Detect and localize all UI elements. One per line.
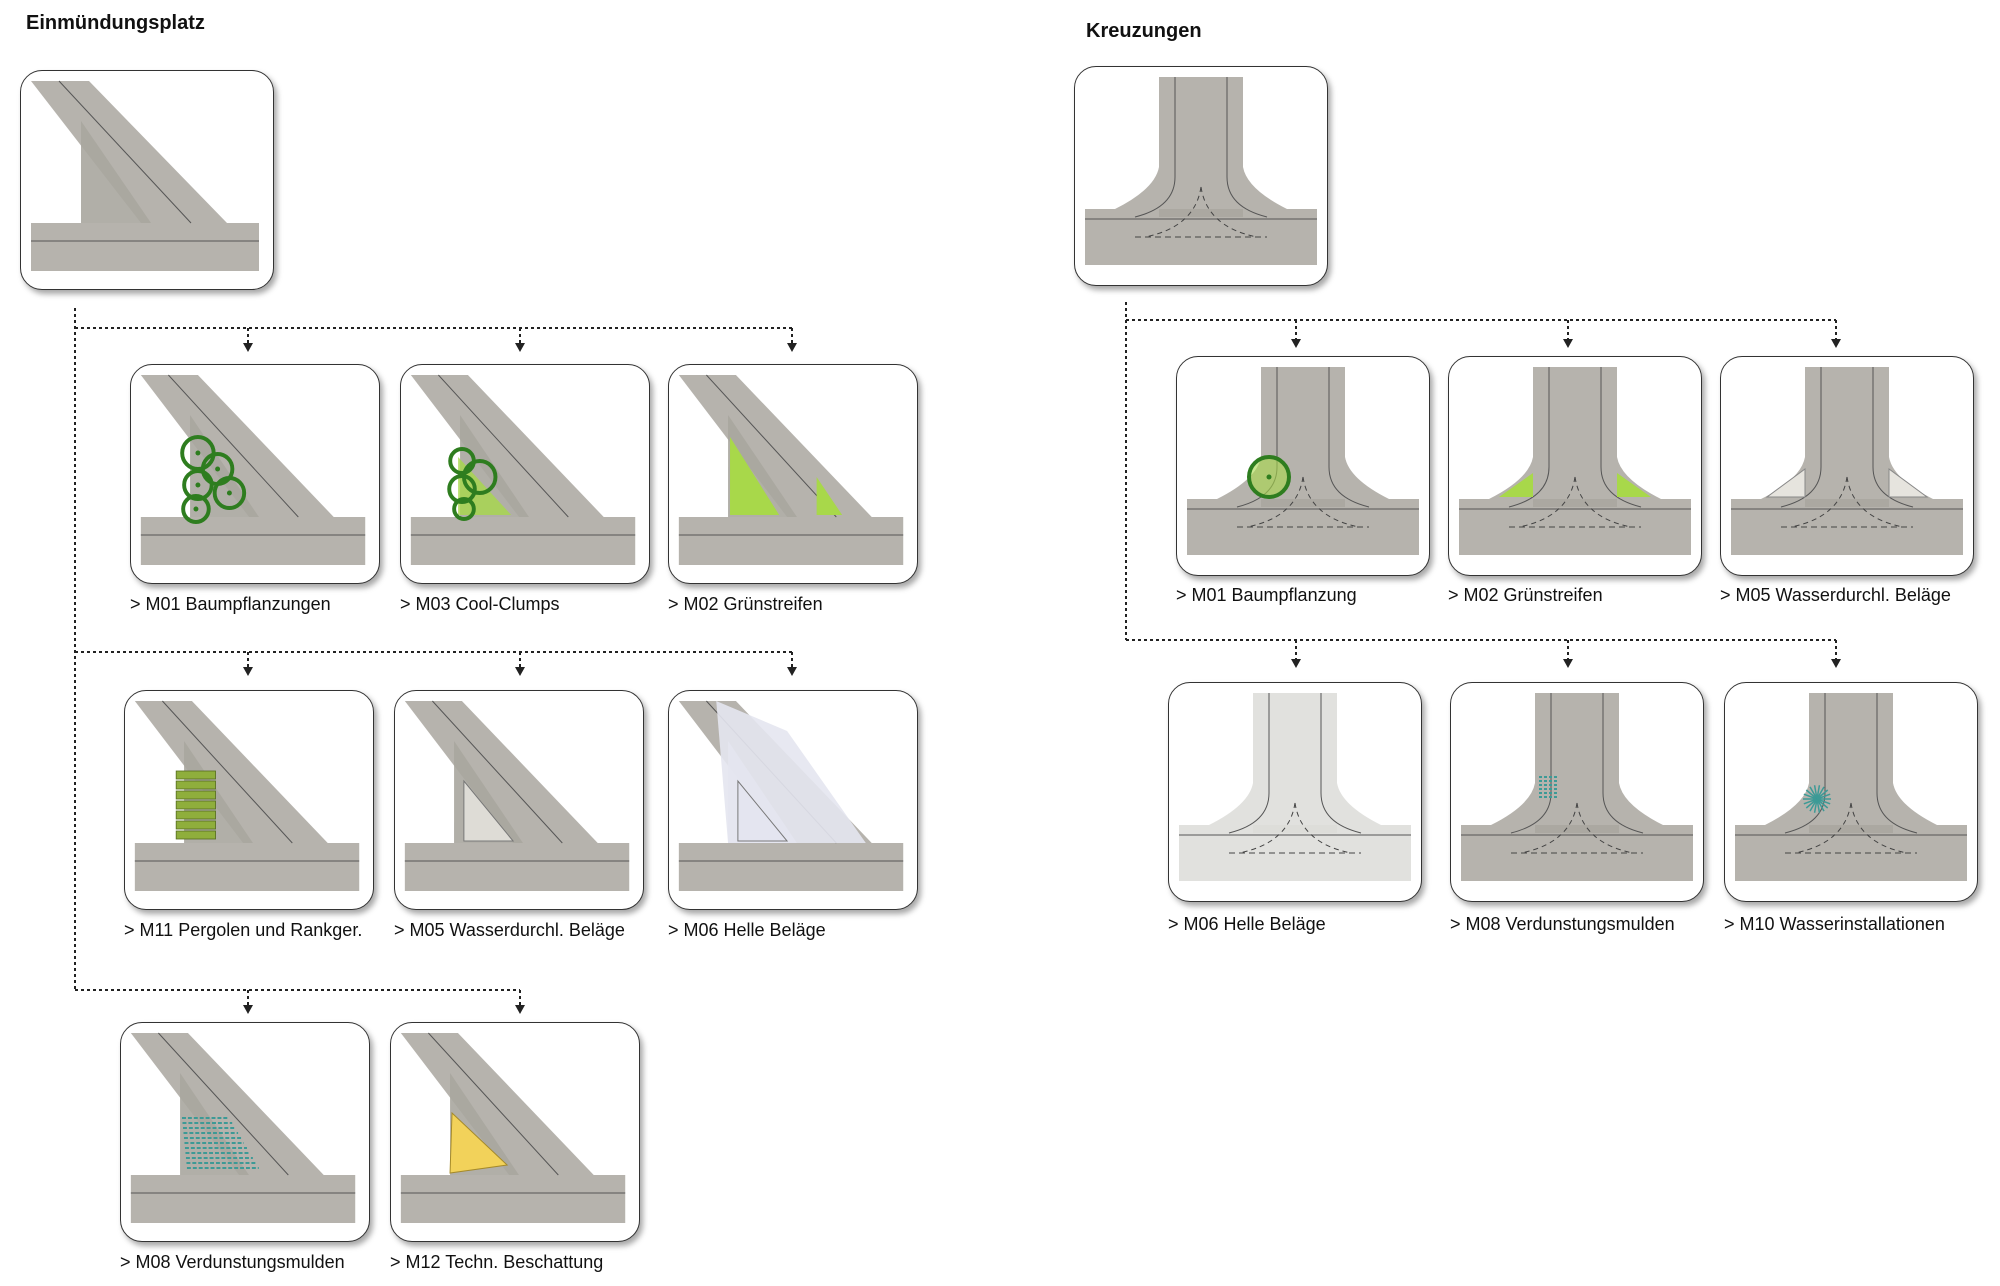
road-sketch [130,1032,356,1223]
road-sketch [1459,367,1691,555]
road-sketch [1085,77,1317,265]
diagram-k-m10-wasserinstallationen [1724,682,1978,902]
road-sketch [1187,367,1419,555]
road-sketch [1735,693,1967,881]
caption-m08-verdunstungsmulden: > M08 Verdunstungsmulden [120,1252,345,1272]
caption-m12-techn-beschattung: > M12 Techn. Beschattung [390,1252,604,1272]
diagram-m06-helle-belaege [668,690,918,910]
caption-m02-gruenstreifen: > M02 Grünstreifen [668,594,823,614]
road-sketch [140,374,366,565]
diagram-k-m05-wasserdurchl-belaege [1720,356,1974,576]
road-sketch [400,1032,626,1223]
road-sketch [134,700,360,891]
diagram-m05-wasserdurchl-belaege [394,690,644,910]
road-sketch [1461,693,1693,881]
diagram-m02-gruenstreifen [668,364,918,584]
diagram-k-m01-baumpflanzung [1176,356,1430,576]
road-sketch [31,80,259,271]
caption-k-m10-wasserinstallationen: > M10 Wasserinstallationen [1724,914,1945,934]
road-sketch [410,374,636,565]
caption-m06-helle-belaege: > M06 Helle Beläge [668,920,826,940]
diagram-m01-baumpflanzungen [130,364,380,584]
diagram-m12-techn-beschattung [390,1022,640,1242]
diagram-k-m08-verdunstungsmulden [1450,682,1704,902]
caption-k-m02-gruenstreifen: > M02 Grünstreifen [1448,585,1603,605]
caption-m03-cool-clumps: > M03 Cool-Clumps [400,594,560,614]
caption-m01-baumpflanzungen: > M01 Baumpflanzungen [130,594,331,614]
diagram-m08-verdunstungsmulden [120,1022,370,1242]
section-title-einmuendungsplatz: Einmündungsplatz [26,12,205,34]
caption-k-m08-verdunstungsmulden: > M08 Verdunstungsmulden [1450,914,1675,934]
road-sketch [1179,693,1411,881]
diagram-m11-pergolen [124,690,374,910]
caption-k-m01-baumpflanzung: > M01 Baumpflanzung [1176,585,1357,605]
road-sketch [678,700,904,891]
section-title-kreuzungen: Kreuzungen [1086,20,1202,42]
diagram-k-m06-helle-belaege [1168,682,1422,902]
caption-m11-pergolen: > M11 Pergolen und Rankger. [124,920,363,940]
caption-m05-wasserdurchl-belaege: > M05 Wasserdurchl. Beläge [394,920,625,940]
road-sketch [678,374,904,565]
diagram-k-m02-gruenstreifen [1448,356,1702,576]
road-sketch [404,700,630,891]
caption-k-m05-wasserdurchl-belaege: > M05 Wasserdurchl. Beläge [1720,585,1951,605]
caption-k-m06-helle-belaege: > M06 Helle Beläge [1168,914,1326,934]
kreuzung-base-diagram [1074,66,1328,286]
road-sketch [1731,367,1963,555]
einmuendungsplatz-base-diagram [20,70,274,290]
diagram-m03-cool-clumps [400,364,650,584]
